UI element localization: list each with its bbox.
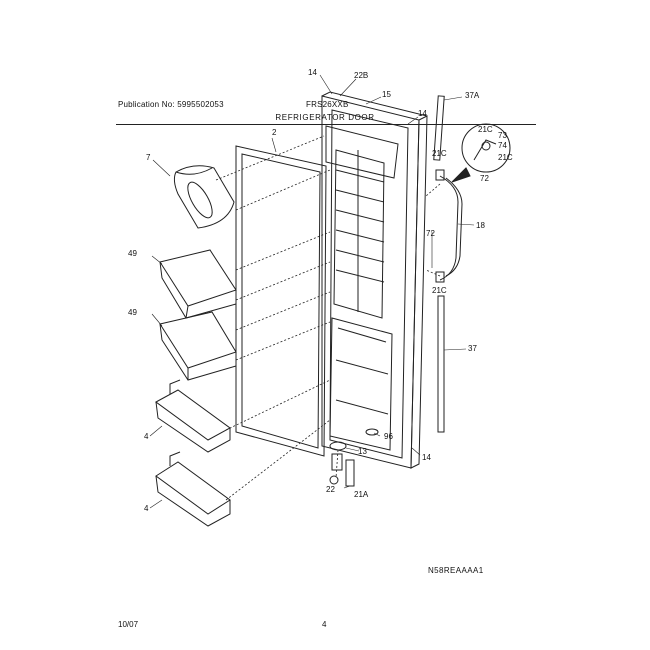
callout-13: 13: [358, 447, 367, 456]
callout-37: 37: [468, 344, 477, 353]
door-liner: [325, 125, 399, 451]
callout-14: 14: [418, 109, 427, 118]
callout-73: 73: [498, 131, 507, 140]
figure-code: N58REAAAA1: [428, 566, 484, 575]
callout-72: 72: [426, 229, 435, 238]
callout-leaders: [149, 74, 475, 509]
callout-22: 22: [326, 485, 335, 494]
door-bin-middle: [159, 311, 237, 381]
callout-21C: 21C: [432, 149, 447, 158]
callout-14: 14: [308, 68, 317, 77]
header-rule: [116, 124, 536, 125]
callout-4: 4: [144, 504, 149, 513]
door-shelf-upper: [155, 379, 231, 453]
callout-74: 74: [498, 141, 507, 150]
door-bin-upper: [159, 249, 237, 319]
callout-15: 15: [382, 90, 391, 99]
callout-37A: 37A: [465, 91, 480, 100]
callout-49: 49: [128, 308, 137, 317]
callout-21A: 21A: [354, 490, 369, 499]
callout-22B: 22B: [354, 71, 368, 80]
door-gasket: [235, 145, 327, 457]
leader-lines: [215, 135, 441, 501]
trim-strip-upper: [433, 95, 445, 161]
cylinder-bin: [173, 165, 235, 229]
callout-2: 2: [272, 128, 277, 137]
door-shelf-lower: [155, 451, 231, 527]
page-number: 4: [322, 620, 327, 629]
callout-49: 49: [128, 249, 137, 258]
callout-14: 14: [422, 453, 431, 462]
section-title: REFRIGERATOR DOOR: [275, 113, 375, 122]
door-outer-panel: [321, 91, 428, 469]
callout-21C: 21C: [478, 125, 493, 134]
trim-strip-lower: [437, 295, 445, 433]
callout-96: 96: [384, 432, 393, 441]
callout-72: 72: [480, 174, 489, 183]
callout-21C: 21C: [432, 286, 447, 295]
publication-number: Publication No: 5995502053: [118, 100, 224, 109]
callout-18: 18: [476, 221, 485, 230]
footer-date: 10/07: [118, 620, 139, 629]
callout-7: 7: [146, 153, 151, 162]
door-handle: [435, 169, 463, 283]
handle-mount-detail: [451, 123, 511, 183]
callout-4: 4: [144, 432, 149, 441]
callout-21C: 21C: [498, 153, 513, 162]
model-number: FRS26XXB: [306, 100, 349, 109]
